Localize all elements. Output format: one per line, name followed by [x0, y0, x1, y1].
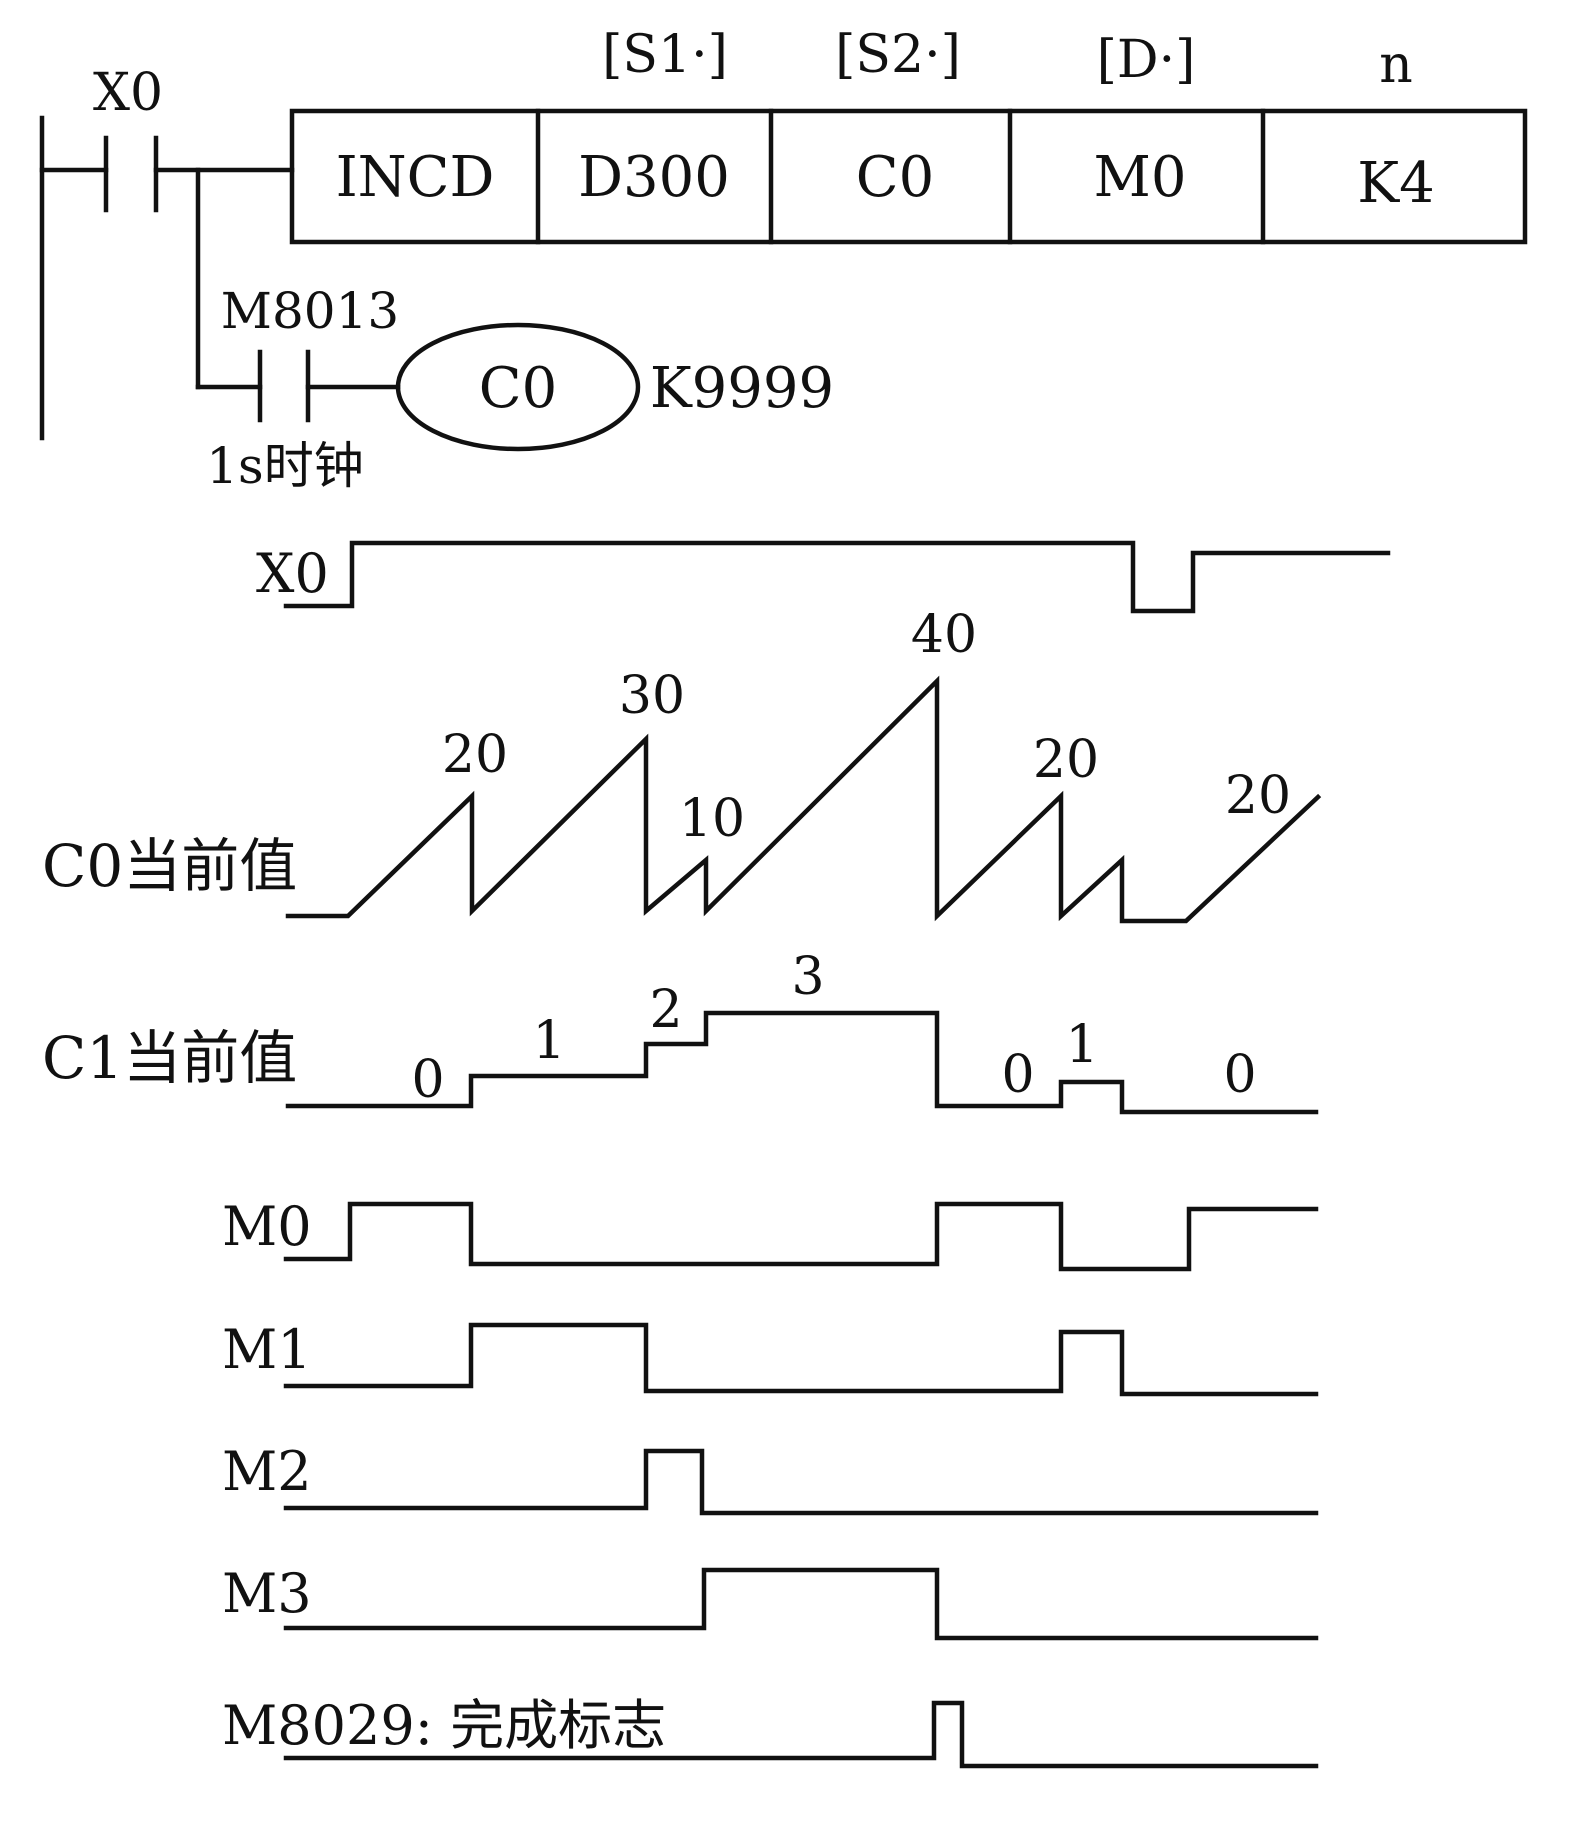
m2-signal-label: M2: [222, 1440, 312, 1503]
m0-signal-label: M0: [222, 1195, 312, 1258]
operand-n-header: n: [1379, 35, 1413, 95]
operand-s2-header: [S2·]: [835, 25, 961, 85]
c1-value-label: 0: [1223, 1045, 1256, 1105]
c0-value-label: 20: [442, 725, 508, 785]
c1-value-label: 0: [1001, 1045, 1034, 1105]
m8013-contact-label: M8013: [221, 282, 399, 340]
operand-s1-value: D300: [578, 145, 730, 210]
m2-waveform: [283, 1448, 1319, 1516]
instruction-mnemonic: INCD: [336, 145, 495, 210]
x0-contact-label: X0: [93, 63, 163, 123]
x0-signal-label: X0: [256, 542, 329, 605]
c1-value-label: 2: [649, 980, 682, 1040]
m3-waveform: [283, 1567, 1319, 1641]
operand-s1-header: [S1·]: [602, 25, 728, 85]
x0-contact-symbol: [39, 135, 295, 213]
c0-sawtooth-waveform: [285, 675, 1322, 924]
c0-signal-label: C0当前值: [42, 832, 297, 900]
c0-coil-symbol: [395, 322, 641, 452]
operand-n-value: K4: [1357, 151, 1434, 216]
m8029-signal-label: M8029: 完成标志: [222, 1694, 666, 1757]
c1-value-label: 3: [791, 947, 824, 1007]
operand-d-header: [D·]: [1097, 30, 1196, 90]
m1-signal-label: M1: [222, 1318, 312, 1381]
m8013-contact-symbol: [257, 349, 401, 423]
c1-signal-label: C1当前值: [42, 1024, 297, 1092]
x0-waveform: [283, 540, 1391, 614]
c0-value-label: 20: [1225, 766, 1291, 826]
c1-value-label: 0: [411, 1050, 444, 1110]
m0-waveform: [283, 1201, 1319, 1272]
c0-value-label: 10: [679, 789, 745, 849]
c0-coil-preset: K9999: [650, 356, 834, 421]
m3-signal-label: M3: [222, 1562, 312, 1625]
operand-d-value: M0: [1094, 145, 1187, 210]
c0-coil-label: C0: [479, 356, 557, 421]
c0-value-label: 40: [911, 605, 977, 665]
ladder-diagram: X0 INCD D300 C0 M0 K4 [S1·] [S2·] [D·] n: [39, 25, 1528, 495]
c1-value-label: 1: [1065, 1015, 1098, 1075]
m8013-clock-note: 1s时钟: [206, 437, 363, 495]
c0-value-label: 30: [619, 666, 685, 726]
c1-value-label: 1: [532, 1011, 565, 1071]
incd-instruction-box: [289, 108, 1528, 245]
operand-s2-value: C0: [856, 145, 934, 210]
m8013-branch-wire: [195, 167, 263, 390]
c1-step-waveform: [285, 1010, 1319, 1115]
m1-waveform: [283, 1322, 1319, 1397]
timing-diagram: X0 C0当前值 20 30 10 40 20 20 C1当前值 0 1 2 3…: [42, 540, 1391, 1769]
c0-value-label: 20: [1033, 730, 1099, 790]
m8029-waveform: [283, 1700, 1319, 1769]
